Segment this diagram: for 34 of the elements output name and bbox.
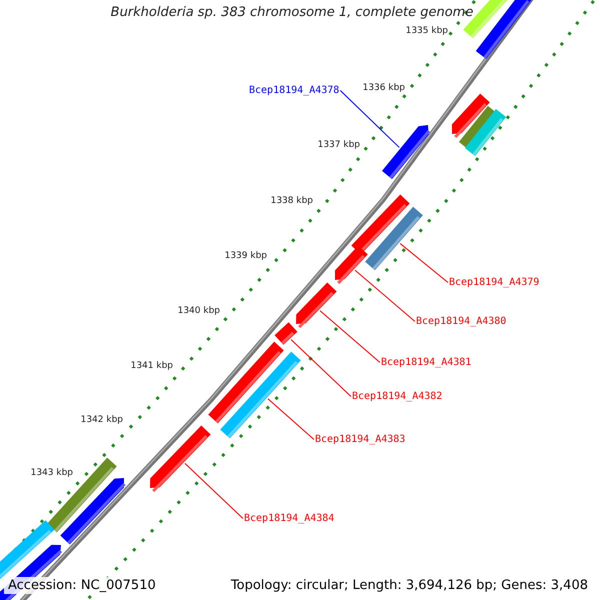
leader-line bbox=[354, 270, 416, 322]
gene-label: Bcep18194_A4378 bbox=[249, 85, 340, 96]
scale-label: 1342 kbp bbox=[80, 415, 123, 425]
scale-label: 1339 kbp bbox=[224, 251, 267, 261]
gene-block bbox=[464, 109, 506, 156]
leader-line bbox=[400, 243, 448, 283]
pointed-gene-block bbox=[60, 478, 126, 544]
pointed-gene-block bbox=[335, 246, 368, 284]
gene-label: Bcep18194_A4384 bbox=[244, 513, 334, 524]
scale-label: 1340 kbp bbox=[178, 306, 220, 316]
title: Burkholderia sp. 383 chromosome 1, complete genome bbox=[110, 5, 474, 20]
pointed-gene-block bbox=[296, 282, 337, 328]
gene-block bbox=[274, 322, 298, 345]
scale-label: 1343 kbp bbox=[30, 468, 73, 478]
leader-line bbox=[184, 462, 244, 519]
leader-line bbox=[340, 90, 400, 148]
pointed-gene-block bbox=[150, 426, 211, 492]
leader-line bbox=[267, 398, 314, 440]
leader-line bbox=[290, 339, 352, 397]
leader-line bbox=[320, 310, 380, 363]
pointed-gene-block bbox=[382, 125, 430, 180]
scale-label: 1337 kbp bbox=[318, 140, 360, 150]
gene-label: Bcep18194_A4381 bbox=[381, 357, 472, 368]
scale-label: 1338 kbp bbox=[270, 196, 313, 206]
gene-label: Bcep18194_A4383 bbox=[315, 434, 406, 445]
scale-label: 1341 kbp bbox=[130, 361, 173, 371]
gene-block bbox=[365, 206, 423, 270]
gene-block bbox=[220, 352, 301, 438]
gene-label: Bcep18194_A4380 bbox=[416, 316, 506, 327]
gene-label: Bcep18194_A4382 bbox=[352, 391, 442, 402]
gene-block bbox=[476, 0, 532, 59]
gene-label: Bcep18194_A4379 bbox=[449, 277, 540, 288]
scale-label: 1335 kbp bbox=[406, 26, 448, 36]
scale-label: 1336 kbp bbox=[362, 83, 405, 93]
